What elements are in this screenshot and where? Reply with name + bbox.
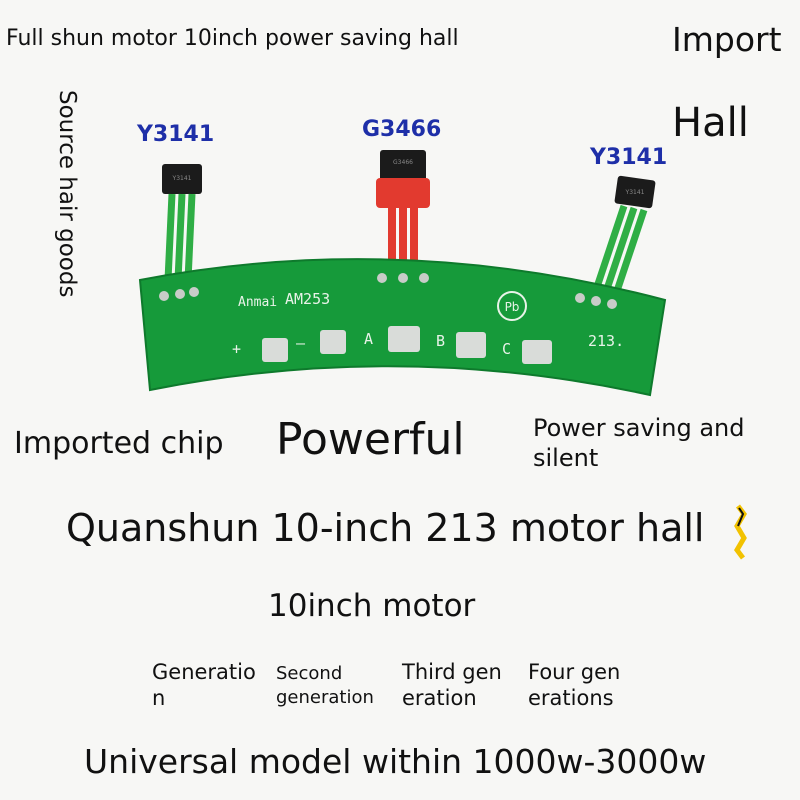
yellow-black-mark [734, 504, 747, 560]
middle-sensor-label: G3466 [362, 117, 442, 142]
left-chip-mark: Y3141 [172, 175, 192, 182]
right-chip-mark: Y3141 [625, 189, 645, 196]
imported-chip-text: Imported chip [14, 426, 224, 461]
powerful-text: Powerful [276, 414, 465, 465]
subtitle: 10inch motor [268, 588, 476, 624]
generation-1: Generatio n [152, 660, 256, 710]
pad-label-b: B [436, 332, 445, 350]
generation-3: Third gen eration [402, 660, 502, 710]
right-sensor-label: Y3141 [590, 145, 668, 170]
lead-free-icon [497, 291, 527, 321]
pad-label-c: C [502, 340, 511, 358]
silkscreen-brand: Anmai [238, 295, 277, 310]
middle-hall-sensor: G3466 [376, 150, 430, 270]
generation-2: Second generation [276, 663, 374, 708]
pad-label-minus: — [296, 334, 306, 352]
main-heading: Quanshun 10-inch 213 motor hall [66, 506, 705, 550]
side-vertical-text: Source hair goods [42, 90, 86, 350]
pcb-pads [262, 326, 552, 364]
middle-chip-mark: G3466 [393, 159, 413, 166]
pad-label-plus: + [232, 340, 241, 358]
side-text: Source hair goods [54, 90, 80, 298]
hall-label: Hall [672, 100, 749, 146]
power-saving-text-line1: Power saving and [533, 414, 745, 442]
silkscreen-code: 213. [588, 332, 624, 350]
left-sensor-label: Y3141 [137, 122, 215, 147]
import-label: Import [672, 20, 782, 59]
hall-sensor-board-photo: Y3141 G3466 Y3141 Anmai AM253 213. Pb [138, 150, 667, 397]
generation-4: Four gen erations [528, 660, 621, 710]
left-hall-sensor: Y3141 [162, 164, 202, 281]
silkscreen-model: AM253 [285, 290, 330, 308]
pad-labels: + — A B C [232, 330, 511, 358]
footer-text: Universal model within 1000w-3000w [84, 742, 707, 781]
solder-points [159, 273, 617, 309]
right-hall-sensor: Y3141 [592, 175, 656, 296]
page-title: Full shun motor 10inch power saving hall [6, 26, 459, 51]
power-saving-text-line2: silent [533, 444, 599, 472]
lead-free-mark: Pb [505, 300, 520, 314]
pad-label-a: A [364, 330, 373, 348]
